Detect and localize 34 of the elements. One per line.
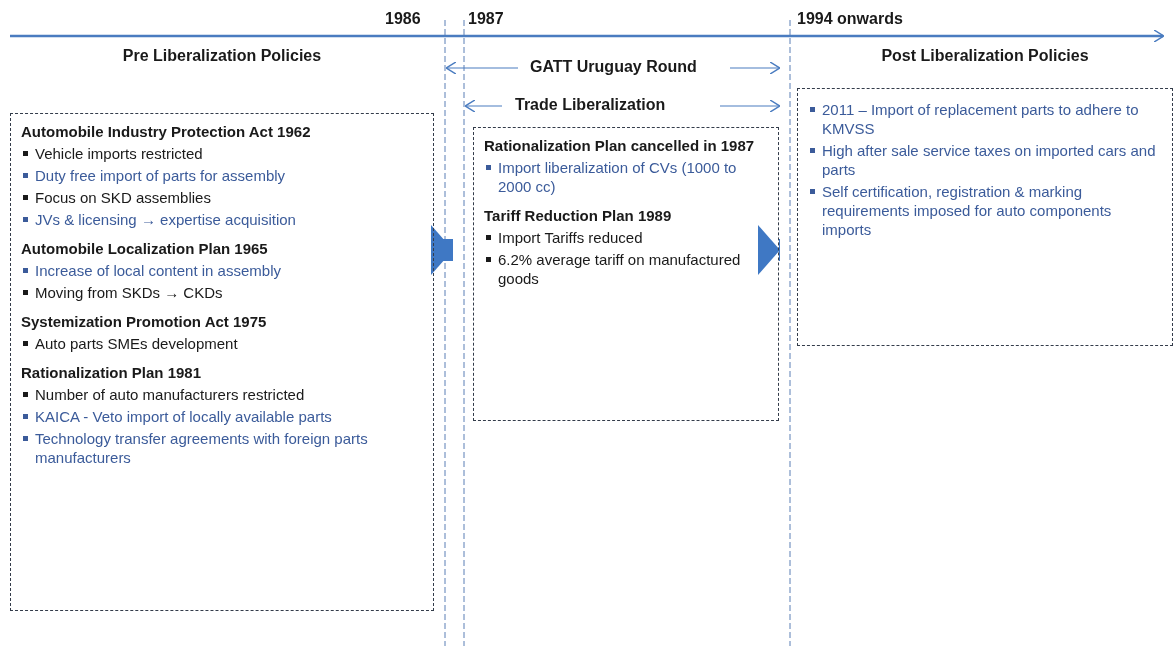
period-label: Trade Liberalization bbox=[515, 96, 666, 114]
policy-heading: Rationalization Plan cancelled in 1987 bbox=[484, 136, 756, 155]
section-heading: Post Liberalization Policies bbox=[880, 47, 1090, 65]
bullet-text: Auto parts SMEs development bbox=[21, 334, 423, 353]
block-arrow bbox=[758, 225, 780, 275]
bullet-text: Moving from SKDs → CKDs bbox=[21, 283, 423, 302]
bullet-text: 2011 – Import of replacement parts to adhere to KMVSS bbox=[808, 100, 1162, 138]
period-label: GATT Uruguay Round bbox=[530, 58, 697, 76]
bullet-text: High after sale service taxes on imported cars and parts bbox=[808, 141, 1162, 179]
year-label: 1987 bbox=[468, 10, 504, 28]
bullet-text: Focus on SKD assemblies bbox=[21, 188, 423, 207]
year-label: 1994 onwards bbox=[797, 10, 903, 28]
bullet-text: Self certification, registration & marking requirements imposed for auto components imports bbox=[808, 182, 1162, 239]
bullet-text: 6.2% average tariff on manufactured goods bbox=[484, 250, 768, 288]
policy-box bbox=[10, 113, 434, 611]
bullet-text: Vehicle imports restricted bbox=[21, 144, 423, 163]
bullet-text: Import Tariffs reduced bbox=[484, 228, 768, 247]
section-heading: Pre Liberalization Policies bbox=[121, 47, 323, 65]
bullet-text: JVs & licensing → expertise acquisition bbox=[21, 210, 423, 229]
bullet-text: Technology transfer agreements with foreign parts manufacturers bbox=[21, 429, 423, 467]
policy-heading: Systemization Promotion Act 1975 bbox=[21, 312, 268, 331]
year-label: 1986 bbox=[385, 10, 421, 28]
bullet-text: Increase of local content in assembly bbox=[21, 261, 423, 280]
bullet-text: Number of auto manufacturers restricted bbox=[21, 385, 423, 404]
policy-box bbox=[797, 88, 1173, 346]
bullet-text: Duty free import of parts for assembly bbox=[21, 166, 423, 185]
policy-heading: Automobile Industry Protection Act 1962 bbox=[21, 122, 312, 141]
bullet-text: KAICA - Veto import of locally available parts bbox=[21, 407, 423, 426]
bullet-text: Import liberalization of CVs (1000 to 2000 cc) bbox=[484, 158, 768, 196]
policy-heading: Automobile Localization Plan 1965 bbox=[21, 239, 269, 258]
policy-box bbox=[473, 127, 779, 421]
block-arrow bbox=[431, 225, 453, 275]
policy-heading: Tariff Reduction Plan 1989 bbox=[484, 206, 673, 225]
policy-heading: Rationalization Plan 1981 bbox=[21, 363, 203, 382]
